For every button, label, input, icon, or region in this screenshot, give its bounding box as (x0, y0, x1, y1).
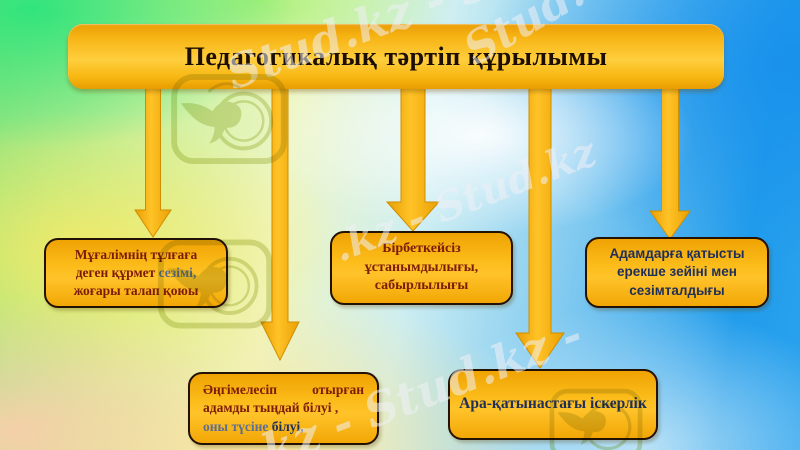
down-arrow-to-attention-box (649, 83, 691, 240)
box-teacher-respect: Мұғалімнің тұлғаға деген құрмет сезімі, … (44, 238, 228, 308)
box-text-line: адамды тыңдай білуі , (203, 400, 339, 416)
box-text-line: жоғары талап қоюы (73, 283, 199, 299)
box-text-line: ұстанымдылығы, (364, 259, 479, 275)
box-text-line: ерекше зейіні мен (617, 264, 737, 280)
down-arrow-to-principled-box (385, 83, 441, 232)
title-banner: Педагогикалық тәртіп құрылымы (68, 24, 724, 89)
slide-title: Педагогикалық тәртіп құрылымы (184, 41, 608, 71)
down-arrow-to-interpersonal-box (515, 83, 565, 369)
down-arrow-to-teacher-box (134, 83, 172, 238)
box-interpersonal-skill: Ара-қатынастағы іскерлік (448, 369, 658, 440)
box-text-line: Адамдарға қатысты (609, 246, 745, 262)
box-listening-understanding: Әңгімелесіп отырған адамды тыңдай білуі … (188, 372, 379, 445)
box-text-line: Бірбеткейсіз (382, 240, 461, 256)
box-text-line: сабырлылығы (374, 278, 469, 294)
box-text-line: Ара-қатынастағы іскерлік (459, 395, 647, 413)
box-attention-sensitivity: Адамдарға қатысты ерекше зейіні мен сезі… (585, 237, 769, 308)
box-text-line: Мұғалімнің тұлғаға (74, 246, 198, 262)
box-text-line: деген құрмет сезімі, (75, 264, 197, 280)
box-text-line: оны түсіне білуі, (203, 418, 304, 434)
box-principled-calm: Бірбеткейсіз ұстанымдылығы, сабырлылығы (330, 231, 513, 305)
box-text-line: Әңгімелесіп отырған (203, 382, 364, 398)
bird-icon (181, 101, 242, 144)
down-arrow-to-listening-box (260, 83, 300, 362)
box-text-line: сезімталдығы (629, 282, 725, 298)
